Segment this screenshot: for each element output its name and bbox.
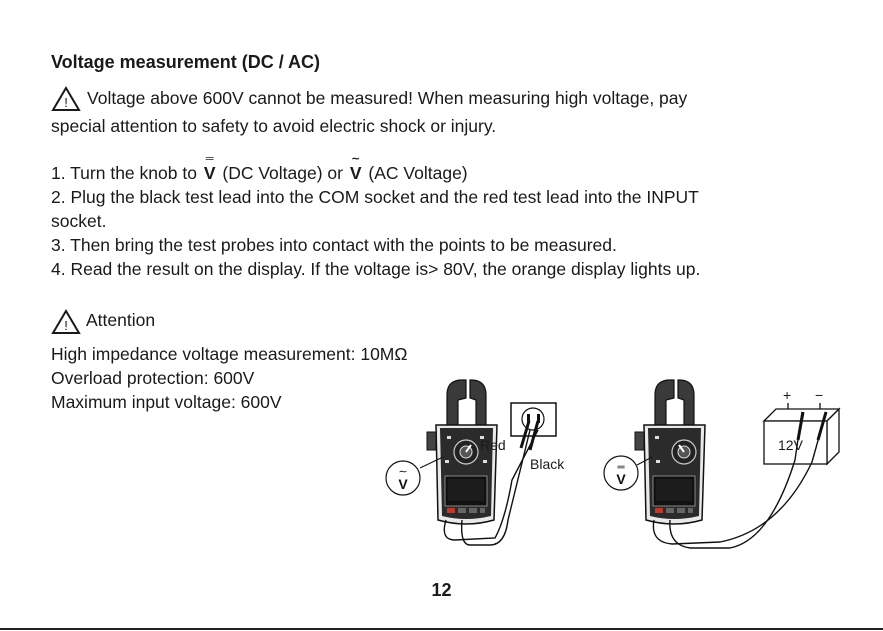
black-lead-label: Black <box>530 456 565 472</box>
footer-rule <box>0 628 883 630</box>
dc-callout-symbol: V <box>616 471 626 487</box>
battery-minus-label: − <box>815 387 823 403</box>
ac-mark-icon: ∼ <box>351 153 361 165</box>
step-1-pre: 1. Turn the knob to <box>51 163 197 183</box>
ac-measurement-figure: Red Black ∼ V <box>385 379 565 546</box>
step-1: 1. Turn the knob to ═V (DC Voltage) or ∼… <box>51 153 468 184</box>
warning-line-1: Voltage above 600V cannot be measured! W… <box>87 88 688 108</box>
step-2-line-2: socket. <box>51 211 107 231</box>
wall-socket-icon <box>510 402 557 437</box>
spec-impedance: High impedance voltage measurement: 10MΩ <box>51 344 408 364</box>
clamp-meter-ac <box>426 379 498 525</box>
attention-triangle-icon: ! <box>51 309 81 334</box>
dc-mark-icon: ═ <box>205 153 214 165</box>
battery-voltage-label: 12V <box>778 437 804 453</box>
ac-voltage-symbol: ∼V <box>349 153 362 184</box>
ac-callout-symbol: V <box>398 476 408 492</box>
step-3: 3. Then bring the test probes into conta… <box>51 235 617 255</box>
clamp-meter-dc <box>634 379 706 525</box>
battery-plus-label: + <box>783 387 791 403</box>
svg-text:!: ! <box>64 318 68 333</box>
dc-voltage-symbol: ═V <box>203 153 216 184</box>
dc-mode-callout <box>603 455 639 491</box>
warning-triangle-icon: ! <box>51 86 81 111</box>
svg-text:!: ! <box>64 95 68 110</box>
spec-max-input: Maximum input voltage: 600V <box>51 392 282 412</box>
dc-callout-mark-icon: ═ <box>616 462 625 473</box>
spec-overload: Overload protection: 600V <box>51 368 255 388</box>
step-1-mid: (DC Voltage) or <box>222 163 343 183</box>
page-number: 12 <box>431 580 452 600</box>
ac-mode-callout <box>385 460 421 496</box>
section-heading: Voltage measurement (DC / AC) <box>51 52 321 72</box>
step-1-post: (AC Voltage) <box>368 163 468 183</box>
step-4: 4. Read the result on the display. If th… <box>51 259 701 279</box>
attention-label: Attention <box>86 310 156 330</box>
ac-callout-mark-icon: ∼ <box>398 466 407 478</box>
warning-line-2: special attention to safety to avoid ele… <box>51 116 497 136</box>
red-lead-label: Red <box>480 437 506 453</box>
dc-measurement-figure: + − 12V ═ V <box>603 379 841 549</box>
step-2-line-1: 2. Plug the black test lead into the COM… <box>51 187 699 207</box>
